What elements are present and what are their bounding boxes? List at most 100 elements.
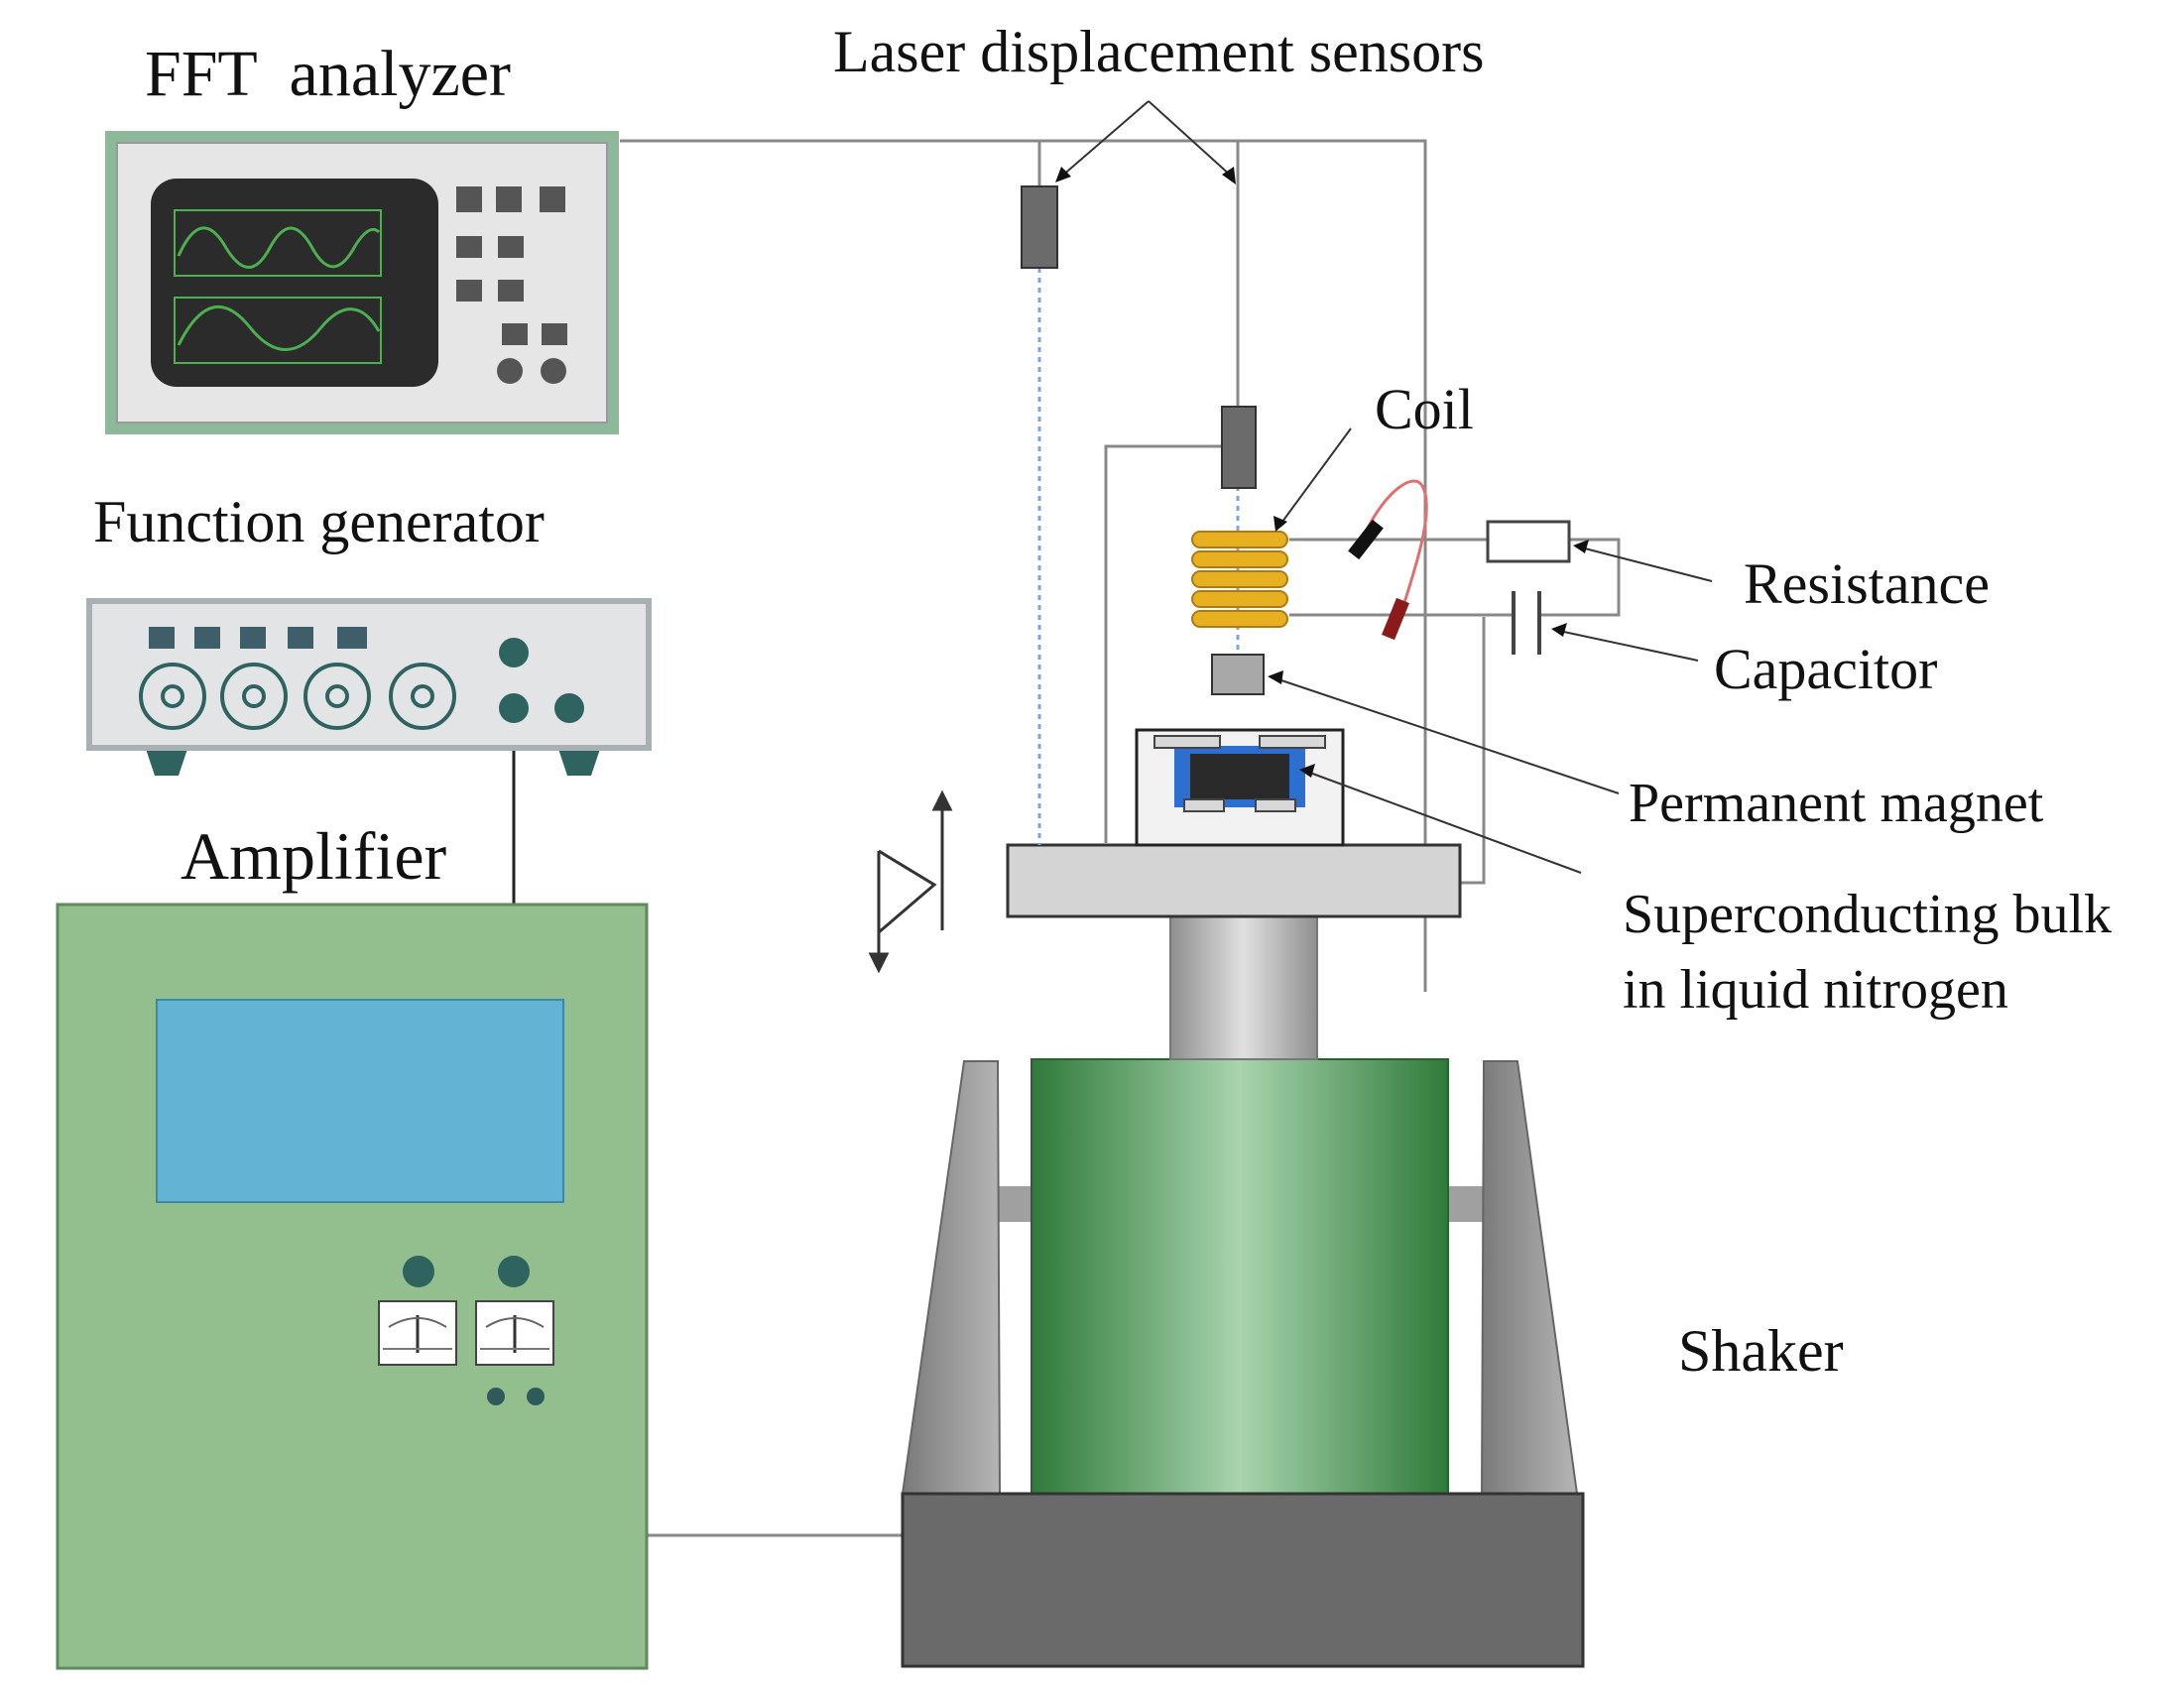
- generator-button[interactable]: [149, 627, 175, 649]
- generator-button[interactable]: [194, 627, 220, 649]
- generator-button[interactable]: [288, 627, 313, 649]
- shaker-trunnion-right: [1444, 1186, 1484, 1222]
- permanent-magnet: [1211, 654, 1265, 695]
- generator-knob[interactable]: [499, 693, 529, 723]
- shaker-body: [1031, 1058, 1449, 1497]
- leader-lines: [1060, 100, 1713, 874]
- fft-analyzer-label: FFT analyzer: [145, 38, 511, 110]
- fft-analyzer: [105, 131, 619, 434]
- fft-trace-panel-top: [174, 209, 382, 277]
- shaker-pillar: [1169, 913, 1318, 1060]
- leader-laser-left: [1060, 100, 1150, 178]
- function-generator: [86, 598, 652, 776]
- shaker-label: Shaker: [1678, 1318, 1844, 1384]
- leader-coil: [1278, 427, 1352, 527]
- clamp: [1153, 735, 1221, 749]
- fft-waveform-bottom: [177, 304, 381, 351]
- generator-dial[interactable]: [220, 663, 288, 730]
- coil-turn: [1191, 570, 1288, 588]
- fft-button[interactable]: [498, 280, 524, 302]
- amplifier-display: [156, 999, 564, 1203]
- shaker-frame-right: [1480, 1060, 1579, 1495]
- generator-dial-center: [325, 684, 349, 708]
- coil: [1191, 531, 1288, 628]
- amplifier-label: Amplifier: [181, 818, 447, 894]
- clip-lead-red: [1382, 597, 1409, 641]
- labels: FFT analyzer Laser displacement sensors …: [93, 19, 2112, 1384]
- clip-lead-wire: [1365, 479, 1428, 616]
- fft-button[interactable]: [540, 186, 565, 212]
- amplifier: [56, 903, 649, 1670]
- clamp: [1183, 798, 1225, 812]
- superconducting-label-line1: Superconducting bulk: [1623, 884, 2112, 945]
- generator-dial[interactable]: [139, 663, 206, 730]
- generator-knob[interactable]: [554, 693, 584, 723]
- fft-button[interactable]: [502, 323, 528, 345]
- fft-button[interactable]: [498, 236, 524, 258]
- fft-knob[interactable]: [541, 358, 566, 384]
- clamp: [1255, 798, 1296, 812]
- wire-sensor-right-to-table: [1104, 444, 1224, 843]
- leader-capacitor: [1558, 630, 1699, 662]
- generator-dial[interactable]: [303, 663, 371, 730]
- superconducting-bulk: [1190, 754, 1289, 799]
- leader-resistance: [1580, 546, 1713, 582]
- generator-button[interactable]: [337, 627, 367, 649]
- capacitor: [1512, 591, 1541, 655]
- fft-knob[interactable]: [497, 358, 523, 384]
- fft-button[interactable]: [456, 236, 482, 258]
- amplifier-indicator: [527, 1388, 545, 1405]
- coil-turn: [1191, 590, 1288, 608]
- leader-arrowheads: [1055, 167, 1589, 778]
- wire-capacitor-to-table: [1460, 617, 1486, 885]
- zigzag-double-arrow-icon: [868, 789, 953, 974]
- generator-foot-left: [145, 746, 188, 776]
- leader-permanent-magnet: [1274, 677, 1620, 794]
- shaker: [901, 843, 1585, 1668]
- clip-lead-black: [1348, 519, 1384, 560]
- wire-resistance-loop: [1539, 538, 1621, 617]
- permanent-magnet-label: Permanent magnet: [1629, 773, 2044, 834]
- fft-button[interactable]: [542, 323, 567, 345]
- meter-icon: [378, 1300, 457, 1366]
- generator-dial[interactable]: [389, 663, 456, 730]
- capacitor-label: Capacitor: [1714, 637, 1937, 701]
- generator-dial-center: [161, 684, 184, 708]
- function-generator-label: Function generator: [93, 489, 545, 554]
- shaker-frame-left: [901, 1060, 1002, 1495]
- laser-sensor-left: [1021, 185, 1058, 269]
- shaker-base: [901, 1492, 1585, 1668]
- fft-trace-panel-bottom: [174, 297, 382, 364]
- amplifier-knob[interactable]: [498, 1256, 530, 1287]
- coil-turn: [1191, 550, 1288, 568]
- generator-knobs: [499, 638, 584, 723]
- coil-turn: [1191, 531, 1288, 548]
- fft-waveform-top: [177, 226, 381, 269]
- meter-icon: [475, 1300, 554, 1366]
- amplifier-indicator: [487, 1388, 505, 1405]
- vibration-table: [1006, 843, 1462, 918]
- generator-button[interactable]: [240, 627, 266, 649]
- clamp: [1259, 735, 1326, 749]
- leader-superconducting: [1306, 771, 1582, 874]
- amplifier-knob[interactable]: [403, 1256, 434, 1287]
- generator-foot-right: [557, 746, 601, 776]
- coil-label: Coil: [1375, 377, 1474, 441]
- fft-button[interactable]: [456, 186, 482, 212]
- generator-dial-center: [242, 684, 266, 708]
- generator-buttons: [149, 627, 367, 649]
- generator-knob[interactable]: [499, 638, 529, 667]
- laser-sensor-right: [1221, 406, 1257, 489]
- resistor: [1486, 520, 1571, 563]
- laser-sensors-label: Laser displacement sensors: [833, 19, 1484, 84]
- generator-body: [86, 598, 652, 751]
- cryostat: [1135, 728, 1345, 847]
- fft-button[interactable]: [456, 280, 482, 302]
- wire-fft-to-sensors: [620, 139, 1427, 992]
- resistance-label: Resistance: [1744, 551, 1990, 616]
- leader-laser-right: [1148, 100, 1233, 178]
- fft-button[interactable]: [496, 186, 522, 212]
- fft-buttons: [456, 186, 567, 384]
